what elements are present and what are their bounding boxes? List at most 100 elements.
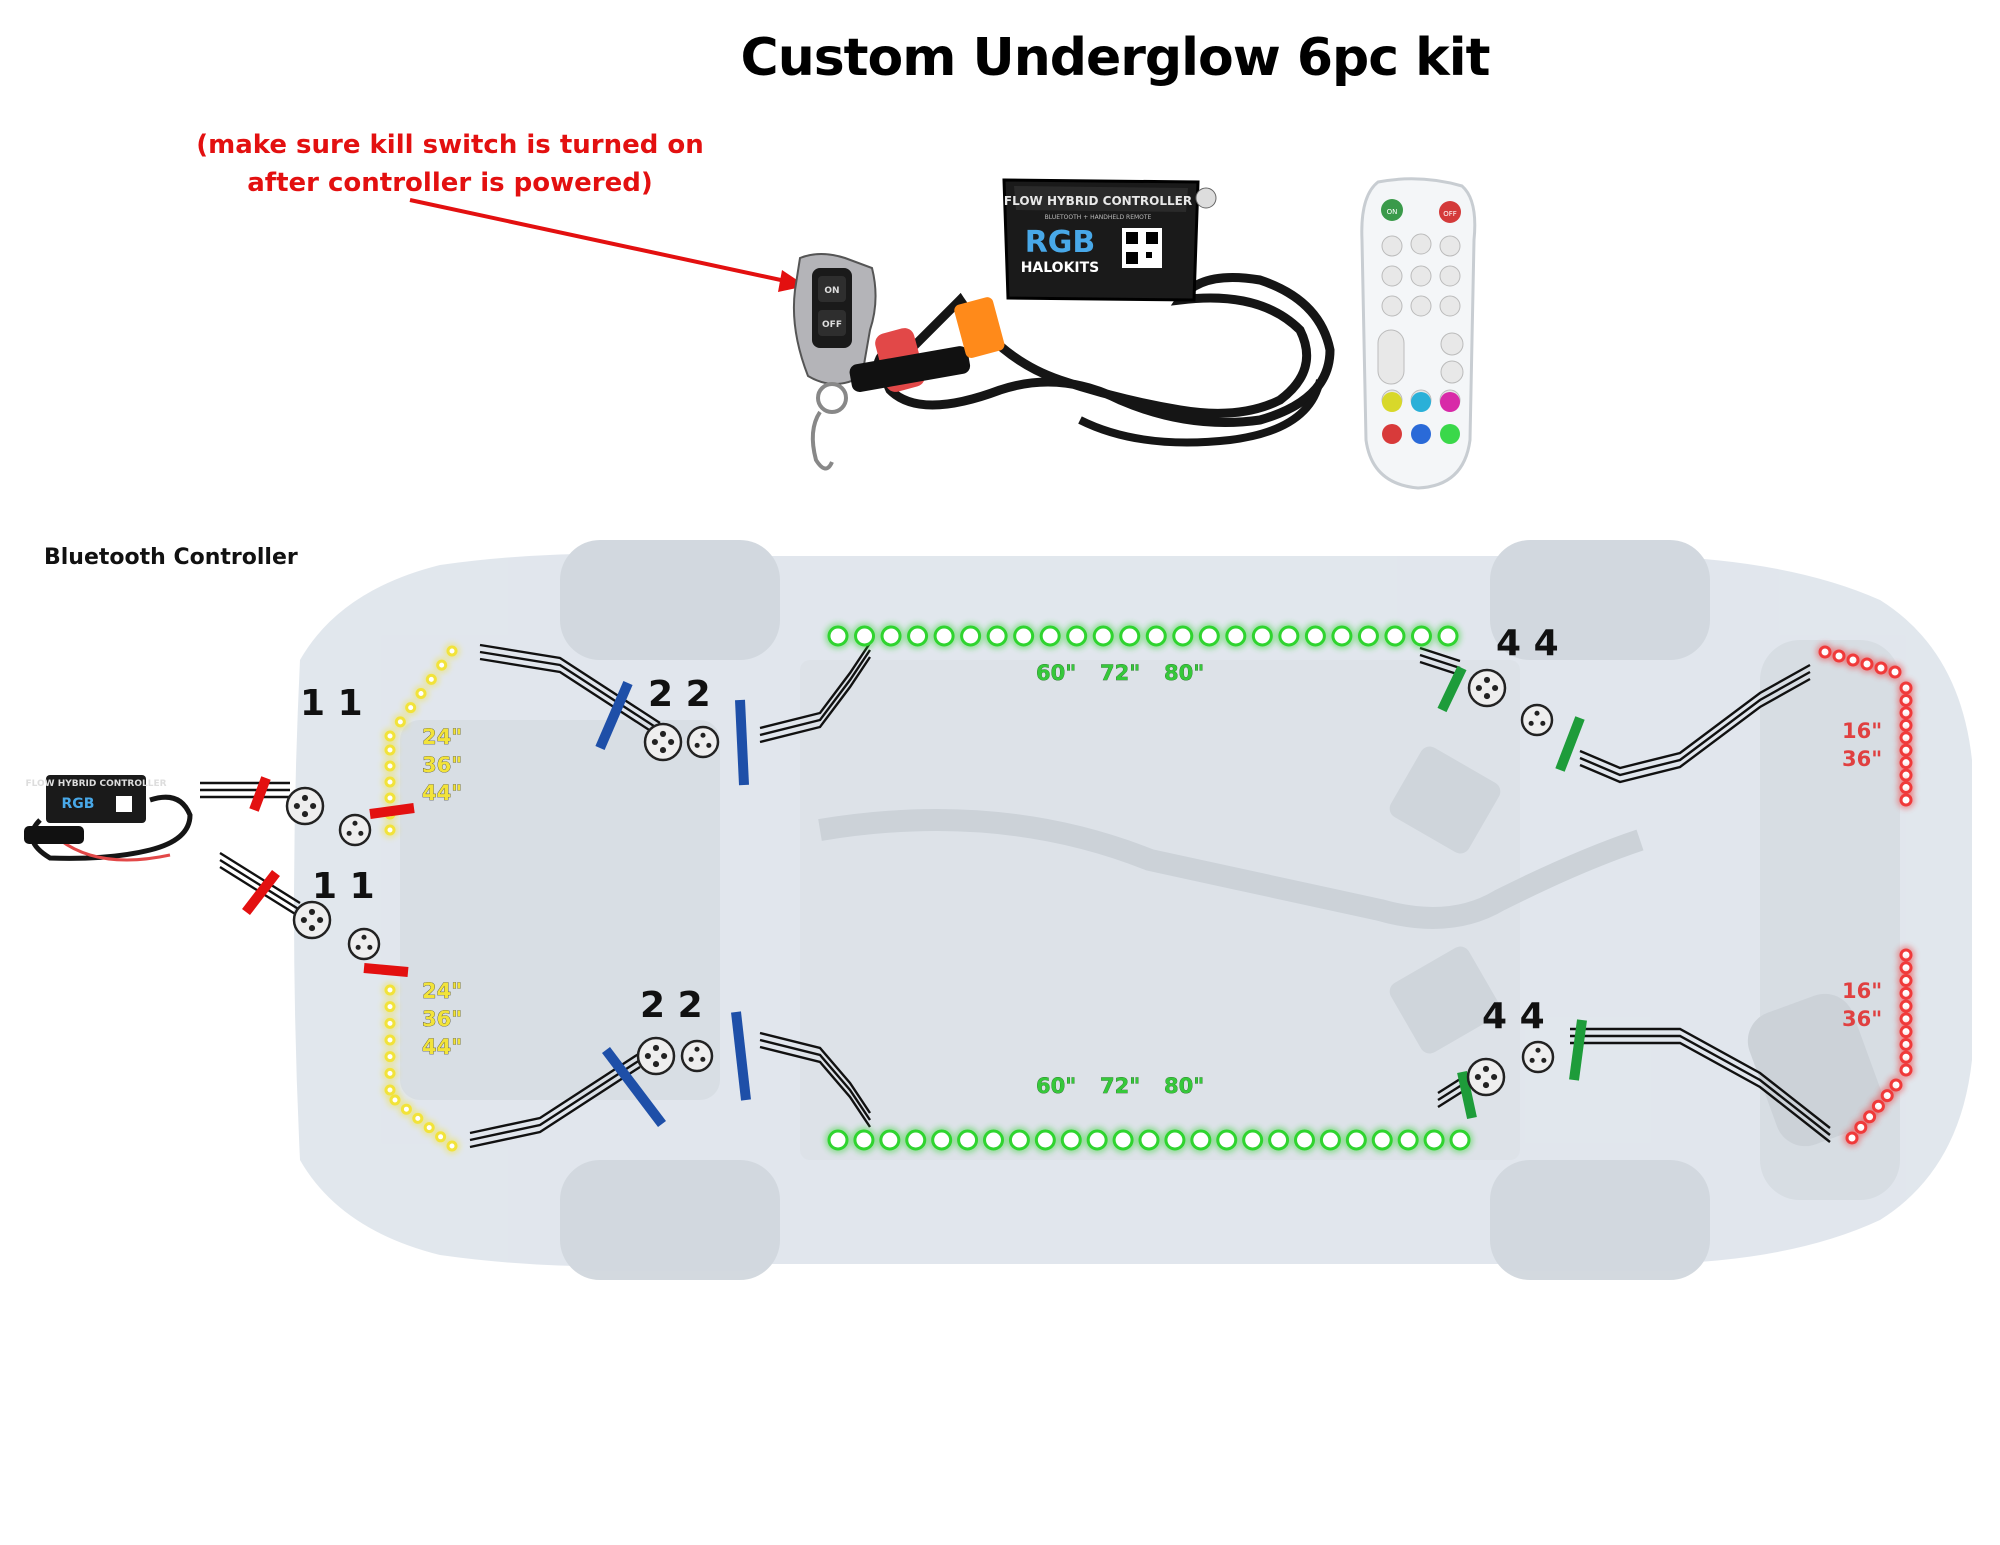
- front-bottom-length-2: 36": [422, 1007, 462, 1031]
- led-mid-top: [1251, 625, 1273, 647]
- connector-rear-top-male-pin: [1534, 710, 1540, 716]
- kill-switch-on-label: ON: [824, 286, 839, 296]
- wire-mid-top-strip: [759, 642, 871, 730]
- zone-mid-number-bottom: 2 2: [640, 985, 703, 1026]
- led-front-top: [415, 688, 427, 699]
- controller-subtitle: BLUETOOTH + HANDHELD REMOTE: [1045, 214, 1152, 221]
- connector-front-top-female-pin: [301, 811, 309, 818]
- connector-rear-top-female-pin: [1483, 693, 1491, 700]
- led-rear-bottom: [1899, 974, 1913, 988]
- led-mid-top: [1357, 625, 1379, 647]
- led-front-top: [384, 776, 396, 788]
- led-front-bottom: [384, 1067, 396, 1079]
- led-rear-bottom: [1899, 999, 1913, 1013]
- cut-front-bottom-strip: [363, 963, 409, 977]
- led-mid-top: [1066, 625, 1088, 647]
- led-front-bottom: [412, 1112, 424, 1124]
- led-mid-top: [1013, 625, 1035, 647]
- connector-mid-bottom-female: [636, 1036, 676, 1076]
- led-front-bottom: [384, 1051, 396, 1063]
- led-front-bottom: [389, 1094, 401, 1106]
- led-front-top: [384, 744, 396, 756]
- connector-rear-top-female-pin: [1483, 676, 1491, 683]
- led-mid-bottom: [1190, 1129, 1212, 1151]
- pointer-arrow: [409, 198, 806, 292]
- front-top-length-2: 36": [422, 753, 462, 777]
- bt-controller-rgb: RGB: [62, 796, 95, 812]
- bluetooth-controller-label: Bluetooth Controller: [44, 545, 298, 570]
- handheld-remote: ON OFF: [1360, 177, 1477, 490]
- led-mid-top: [1225, 625, 1247, 647]
- wire-rear-bottom-strip: [1570, 1027, 1831, 1129]
- led-rear-top: [1888, 665, 1902, 679]
- connector-rear-bottom-female-pin: [1491, 1073, 1498, 1081]
- connector-rear-bottom-male: [1521, 1040, 1555, 1074]
- led-rear-top: [1818, 645, 1832, 659]
- led-rear-bottom: [1880, 1089, 1894, 1103]
- connector-rear-bottom-female: [1466, 1057, 1506, 1097]
- wire-front-bottom-to-mid: [469, 1051, 641, 1135]
- led-mid-top: [1198, 625, 1220, 647]
- connector-mid-bottom-female-pin: [644, 1052, 651, 1060]
- wire-front-top-to-mid: [479, 650, 661, 732]
- led-mid-top: [880, 625, 902, 647]
- connector-front-top-female-pin: [301, 794, 309, 801]
- connector-front-bottom-male-pin: [367, 944, 373, 950]
- connector-front-top-male-pin: [352, 820, 358, 826]
- bt-controller-name: FLOW HYBRID CONTROLLER: [25, 779, 166, 789]
- cut-rear-top-out: [1555, 716, 1585, 772]
- led-front-top: [384, 730, 396, 742]
- connector-mid-bottom-female-pin: [652, 1044, 660, 1051]
- led-rear-top: [1874, 661, 1888, 675]
- led-mid-top: [1384, 625, 1406, 647]
- wire-front-bottom-controller: [219, 851, 301, 905]
- led-rear-bottom: [1899, 1025, 1913, 1039]
- kill-switch-off-label: OFF: [822, 320, 842, 330]
- flow-hybrid-controller: FLOW HYBRID CONTROLLER BLUETOOTH + HANDH…: [849, 178, 1335, 447]
- zone-mid-number-top: 2 2: [648, 674, 711, 715]
- led-mid-bottom: [1216, 1129, 1238, 1151]
- connector-mid-bottom-male-pin: [700, 1056, 706, 1062]
- cut-rear-top-in: [1437, 665, 1467, 713]
- connector-rear-top-male-pin: [1540, 720, 1546, 726]
- led-front-bottom: [384, 1001, 396, 1013]
- mid-bottom-length-3: 80": [1164, 1074, 1204, 1098]
- led-rear-bottom: [1889, 1078, 1903, 1092]
- zone-front-number-bottom: 1 1: [312, 866, 375, 907]
- led-front-bottom: [423, 1122, 435, 1134]
- connector-mid-bottom-male-pin: [694, 1046, 700, 1052]
- cut-rear-bottom-out: [1569, 1019, 1587, 1081]
- car-underbody: [294, 540, 1972, 1280]
- led-mid-top: [1410, 625, 1432, 647]
- connector-mid-top-male-pin: [706, 742, 712, 748]
- led-front-top: [405, 702, 417, 714]
- led-rear-bottom: [1899, 1063, 1913, 1077]
- led-mid-top: [1092, 625, 1114, 647]
- connector-mid-top-female-pin: [668, 738, 675, 746]
- connector-rear-top-female: [1467, 668, 1507, 708]
- mid-bottom-length-1: 60": [1036, 1074, 1076, 1098]
- led-rear-top: [1832, 649, 1846, 663]
- led-mid-top: [1145, 625, 1167, 647]
- kill-switch-remote: ON OFF: [792, 253, 877, 471]
- led-mid-bottom: [1086, 1129, 1108, 1151]
- cut-mid-bottom-out: [731, 1011, 751, 1101]
- zone-front-number-top: 1 1: [300, 683, 363, 724]
- wire-front-top-to-mid: [479, 657, 661, 739]
- led-mid-bottom: [1397, 1129, 1419, 1151]
- connector-front-top-female: [285, 786, 325, 826]
- led-front-bottom: [435, 1131, 447, 1143]
- connector-front-top-male-pin: [358, 830, 364, 836]
- led-mid-bottom: [1294, 1129, 1315, 1151]
- connectors: [285, 668, 1555, 1097]
- led-front-top: [384, 760, 396, 772]
- wire-rear-bottom-strip: [1570, 1041, 1831, 1143]
- led-rear-bottom: [1899, 1012, 1913, 1026]
- mid-top-length-2: 72": [1100, 661, 1140, 685]
- controller-brand: HALOKITS: [1021, 260, 1100, 276]
- connector-front-bottom-female-pin: [308, 908, 316, 915]
- led-front-top: [425, 673, 437, 685]
- led-rear-bottom: [1845, 1131, 1859, 1145]
- connector-mid-top-male-pin: [700, 732, 706, 738]
- connector-rear-bottom-male-pin: [1541, 1057, 1547, 1063]
